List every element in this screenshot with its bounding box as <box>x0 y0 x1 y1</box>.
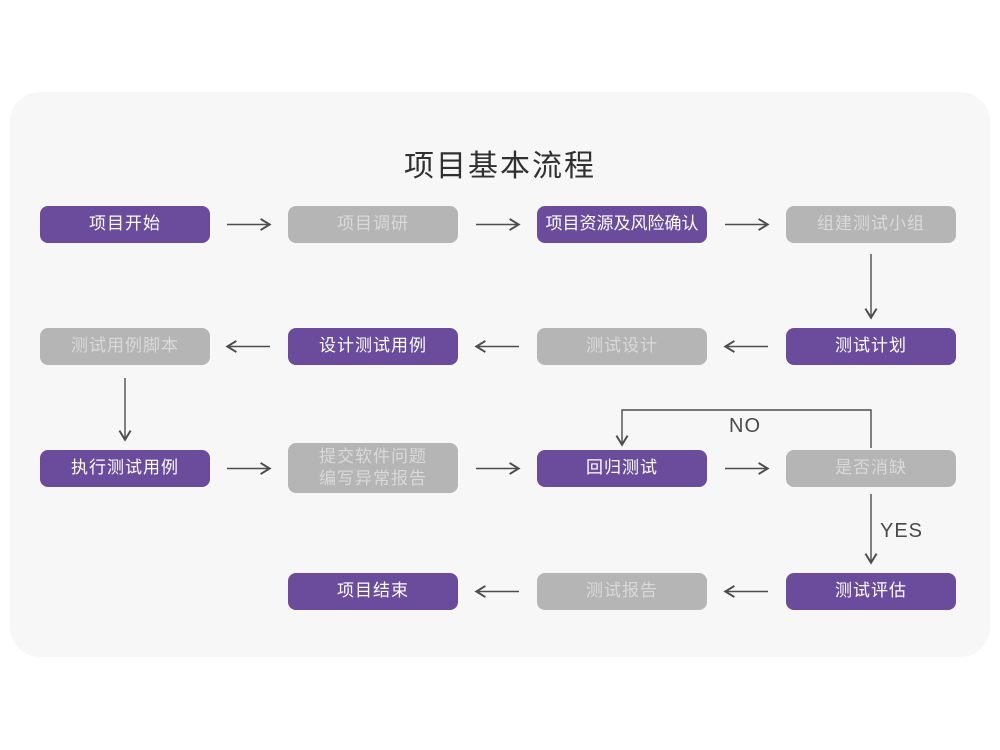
node-build-test-team: 组建测试小组 <box>786 206 956 243</box>
node-label: 设计测试用例 <box>319 336 427 356</box>
node-label: 测试报告 <box>586 581 658 601</box>
node-execute-test-cases: 执行测试用例 <box>40 450 210 487</box>
page-title: 项目基本流程 <box>404 150 596 183</box>
node-test-plan: 测试计划 <box>786 328 956 365</box>
node-project-research: 项目调研 <box>288 206 458 243</box>
node-project-end: 项目结束 <box>288 573 458 610</box>
node-label: 执行测试用例 <box>71 458 179 478</box>
node-design-test-cases: 设计测试用例 <box>288 328 458 365</box>
node-test-report: 测试报告 <box>537 573 707 610</box>
node-submit-software-issues: 提交软件问题编写异常报告 <box>288 443 458 493</box>
node-label-line2: 编写异常报告 <box>319 469 427 488</box>
node-test-design: 测试设计 <box>537 328 707 365</box>
node-label: 测试评估 <box>835 581 907 601</box>
node-label: 项目开始 <box>89 214 161 234</box>
node-test-evaluation: 测试评估 <box>786 573 956 610</box>
node-test-case-script: 测试用例脚本 <box>40 328 210 365</box>
node-label: 测试设计 <box>586 336 658 356</box>
flowchart-card <box>10 92 990 657</box>
node-label: 回归测试 <box>586 458 658 478</box>
node-label: 提交软件问题 <box>319 446 427 466</box>
edge-label-no: NO <box>729 415 761 437</box>
node-project-resources-risk: 项目资源及风险确认 <box>537 206 707 243</box>
node-project-start: 项目开始 <box>40 206 210 243</box>
node-label: 测试计划 <box>835 336 907 356</box>
node-regression-test: 回归测试 <box>537 450 707 487</box>
node-label: 项目资源及风险确认 <box>545 214 699 234</box>
node-label: 组建测试小组 <box>817 214 925 234</box>
node-label: 项目结束 <box>337 581 409 601</box>
edge-label-yes: YES <box>880 520 924 542</box>
node-defect-resolved: 是否消缺 <box>786 450 956 487</box>
node-label: 测试用例脚本 <box>71 336 179 356</box>
node-label: 是否消缺 <box>835 458 907 478</box>
node-label: 项目调研 <box>337 214 409 234</box>
